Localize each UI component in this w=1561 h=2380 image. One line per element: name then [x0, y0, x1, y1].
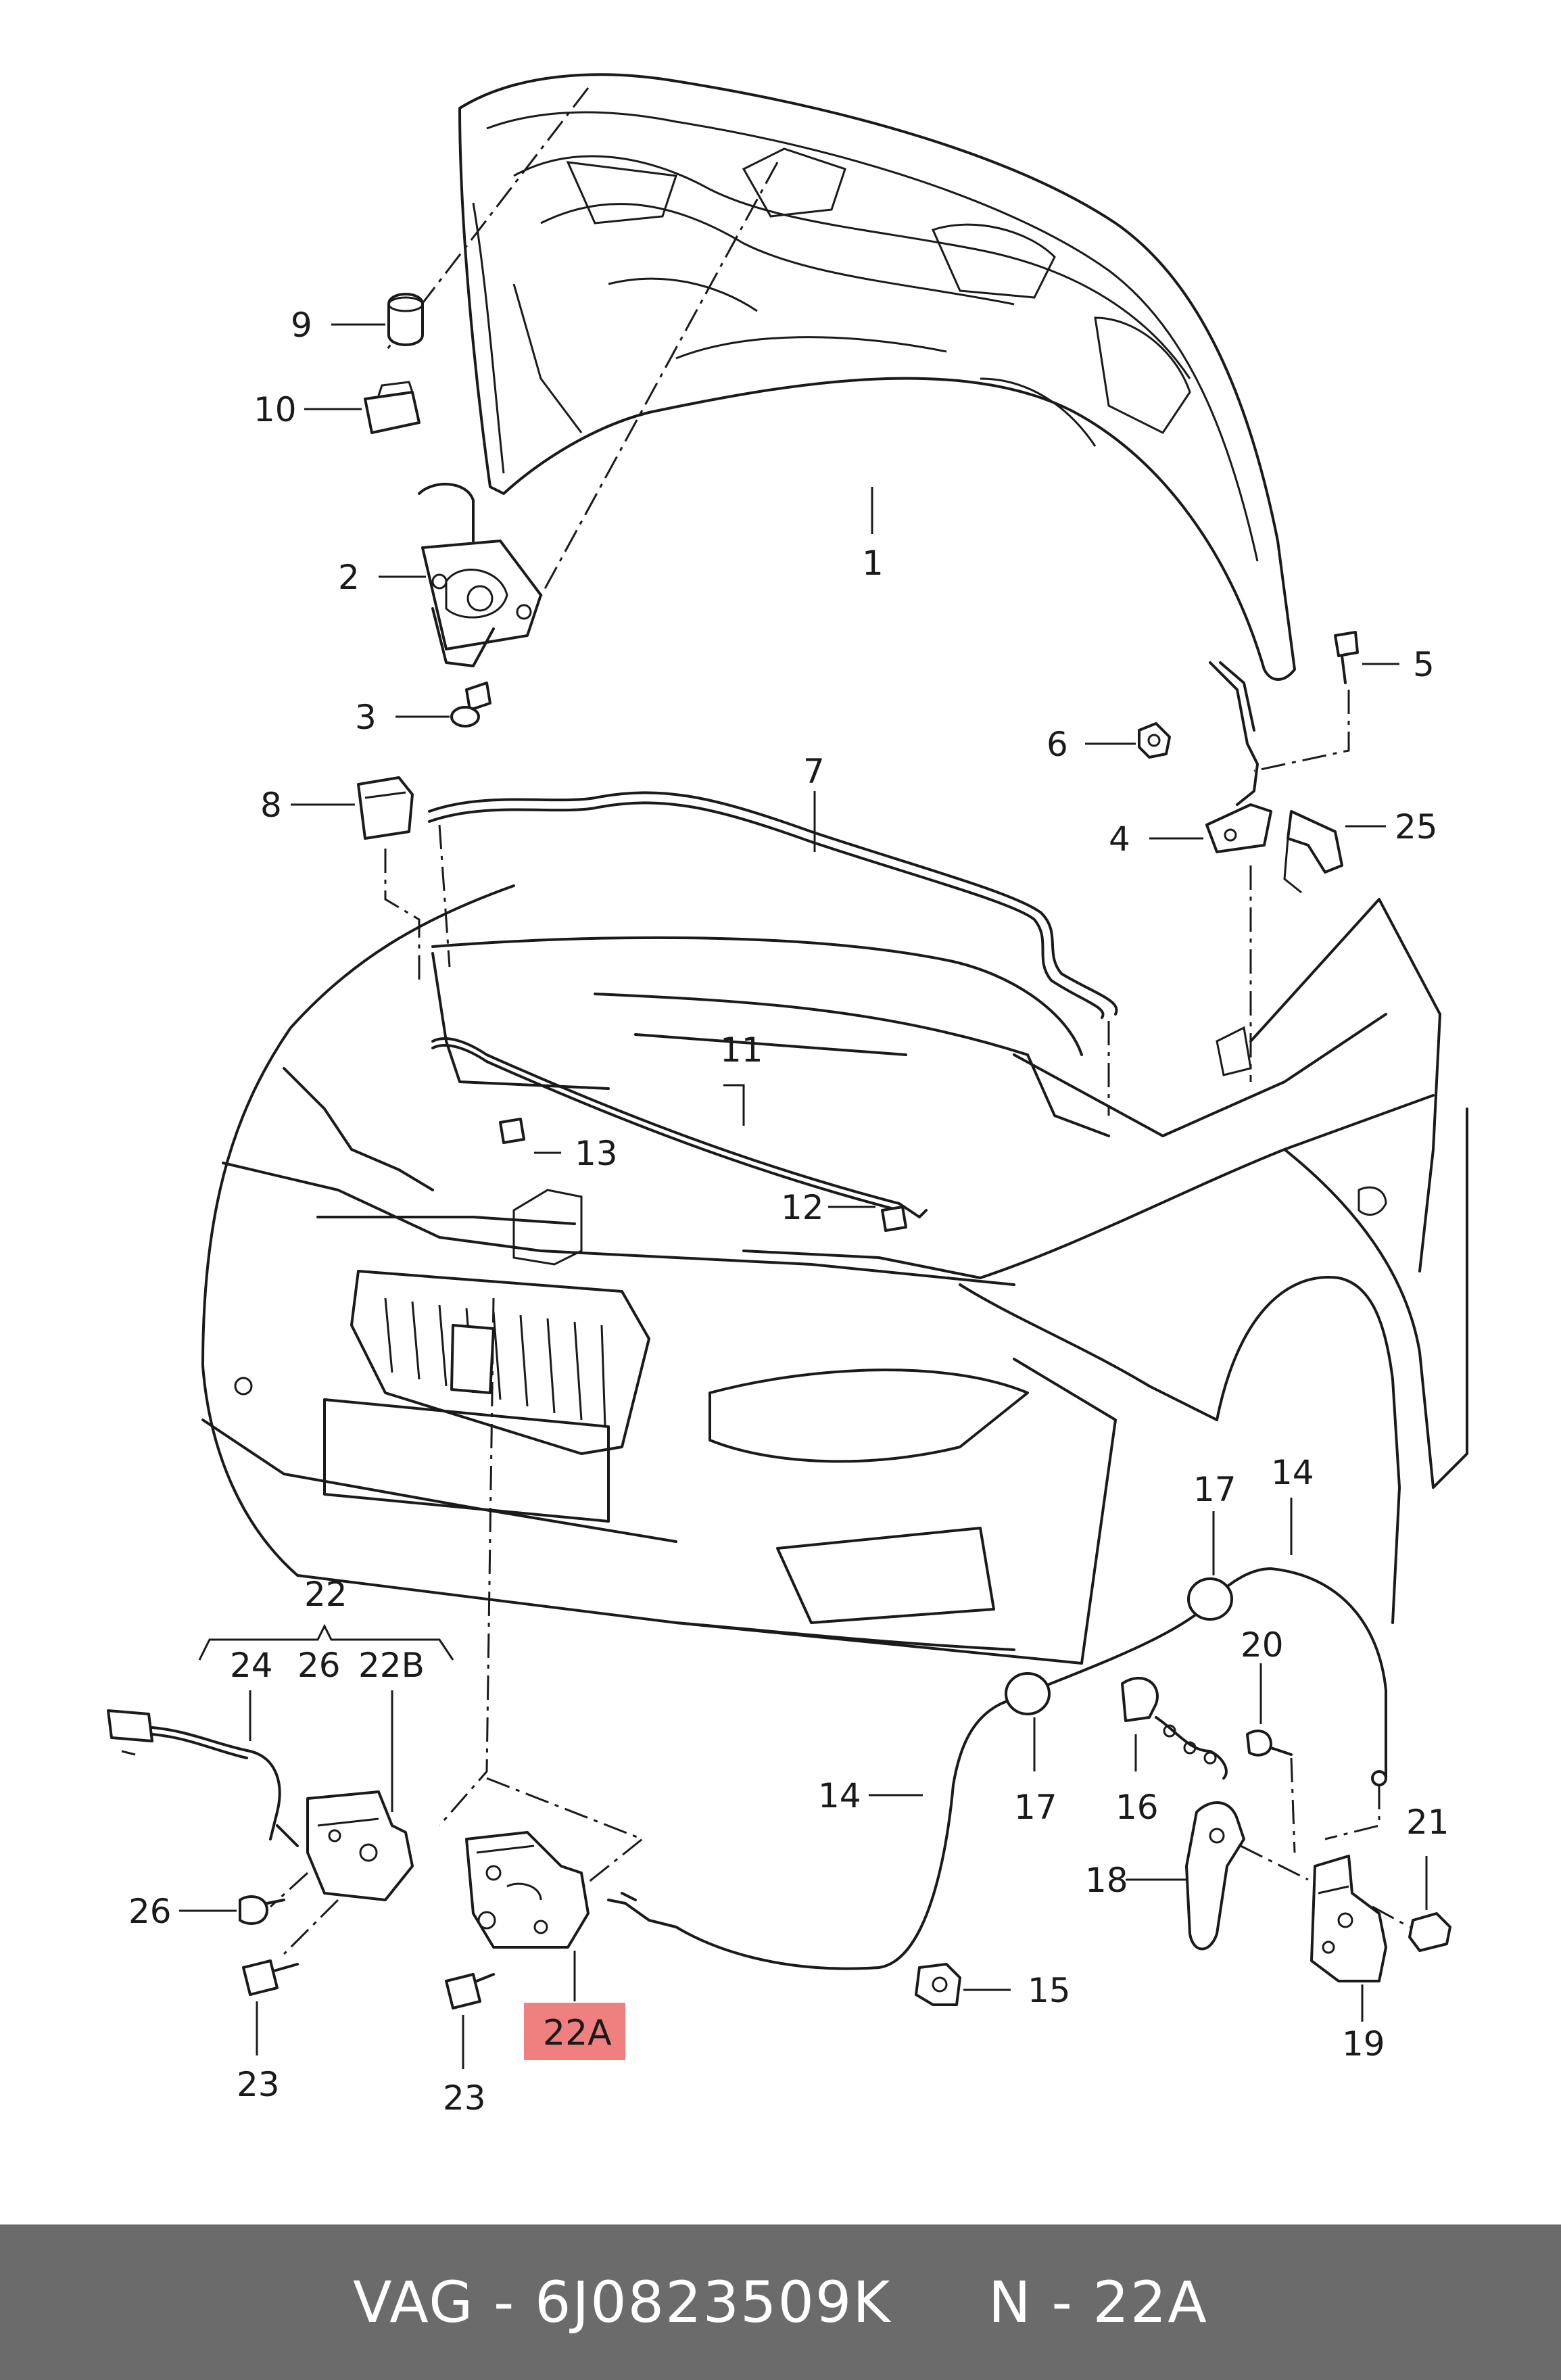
callout-20: 20	[1241, 1625, 1284, 1665]
callout-26: 26	[128, 1892, 172, 1931]
callout-10: 10	[254, 390, 297, 429]
callout-8: 8	[260, 786, 282, 825]
callout-25: 25	[1395, 807, 1438, 847]
hood-bumper-9	[387, 293, 424, 346]
handle-bracket-19	[1310, 1855, 1387, 1982]
nut-6	[1138, 722, 1171, 759]
callout-2: 2	[338, 558, 360, 597]
callout-3: 3	[355, 698, 377, 737]
prop-rod-11	[431, 1037, 928, 1218]
callout-1: 1	[862, 544, 884, 583]
hood-lock-22a	[465, 1831, 590, 1949]
callout-5: 5	[1413, 645, 1435, 684]
bolt-23-right	[445, 1973, 495, 2009]
part-number-footer: VAG - 6J0823509K N - 22A	[0, 2224, 1561, 2380]
release-cable-14	[607, 1567, 1387, 1970]
hood-latch-hook-2	[418, 483, 542, 667]
callout-7: 7	[803, 752, 825, 791]
hood-hinge-4	[1205, 661, 1272, 853]
callout-17-top: 17	[1193, 1470, 1236, 1509]
callout-14-left: 14	[818, 1776, 861, 1815]
callout-23-right: 23	[443, 2078, 486, 2118]
release-handle-18	[1185, 1801, 1245, 1951]
callout-14-top: 14	[1271, 1453, 1314, 1492]
lock-22b	[276, 1790, 414, 1901]
callout-6: 6	[1047, 725, 1068, 764]
callout-4: 4	[1109, 819, 1130, 859]
hood-seal-7	[428, 791, 1118, 1019]
callout-13: 13	[575, 1134, 618, 1173]
callout-26-group: 26	[297, 1646, 341, 1685]
screw-26	[239, 1895, 285, 1925]
screw-3	[450, 682, 491, 728]
callout-21: 21	[1406, 1803, 1449, 1842]
hood-buffer-10	[364, 381, 421, 434]
callout-16: 16	[1115, 1788, 1159, 1827]
rod-clip-13	[499, 1118, 525, 1144]
callout-19: 19	[1342, 2024, 1385, 2064]
clip-8	[357, 776, 414, 840]
callout-17-bottom: 17	[1014, 1788, 1057, 1827]
bolt-23-left	[242, 1959, 299, 1996]
callout-23-left: 23	[237, 2065, 280, 2104]
cable-end-16	[1121, 1676, 1228, 1780]
callout-15: 15	[1028, 1971, 1071, 2010]
bolt-5	[1334, 631, 1359, 684]
callout-22b: 22B	[358, 1646, 425, 1685]
contact-switch-wire-24	[107, 1709, 281, 1840]
exploded-parts-diagram: 1 9 10 2 3 5 6	[107, 73, 1468, 2118]
bracket-25	[1283, 810, 1343, 894]
callout-24: 24	[230, 1646, 273, 1685]
screw-20	[1246, 1730, 1293, 1757]
cable-clip-15	[915, 1963, 961, 2006]
grommet-12	[881, 1206, 907, 1232]
callout-11: 11	[720, 1030, 763, 1070]
clip-21	[1408, 1912, 1451, 1952]
hood-panel	[458, 73, 1296, 681]
callout-12: 12	[781, 1188, 824, 1227]
callout-22a: 22A	[543, 2013, 612, 2053]
callout-9: 9	[291, 306, 312, 345]
highlight-22a-box	[524, 2003, 625, 2060]
car-body	[201, 884, 1468, 1665]
callout-22: 22	[304, 1575, 347, 1614]
part-number-text: VAG - 6J0823509K N - 22A	[353, 2269, 1208, 2335]
callout-18: 18	[1085, 1861, 1128, 1900]
